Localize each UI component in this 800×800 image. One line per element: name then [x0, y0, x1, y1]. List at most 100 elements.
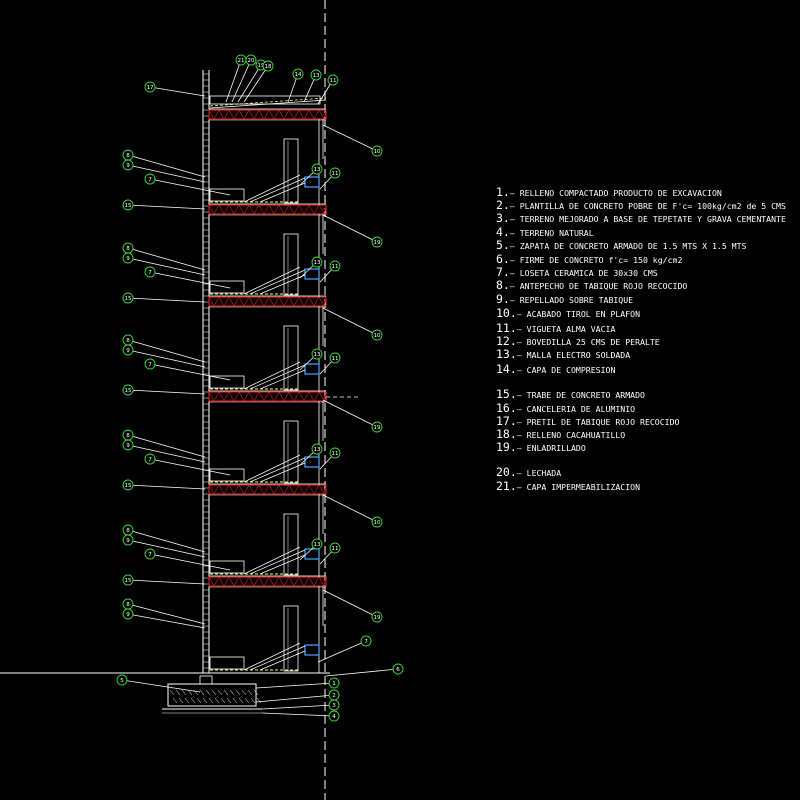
- legend-number: 20.: [496, 465, 517, 479]
- legend-item: 16.— CANCELERIA DE ALUMINIO: [496, 402, 635, 414]
- legend-text: CAPA DE COMPRESION: [526, 365, 616, 375]
- rail-line: [249, 364, 306, 390]
- tag-label: 18: [265, 64, 272, 70]
- leader-line: [322, 494, 378, 523]
- rail-line: [259, 274, 306, 295]
- legend-dash: —: [509, 201, 520, 211]
- footing-hatch: [181, 689, 187, 696]
- tag-label: 8: [126, 338, 130, 344]
- tag-label: 1: [332, 681, 336, 687]
- legend-number: 7.: [496, 265, 510, 279]
- footing-hatch: [241, 689, 247, 696]
- footing-hatch: [220, 697, 226, 704]
- tag-circle: [122, 574, 134, 586]
- tag-label: 2: [332, 693, 336, 699]
- footing-hatch: [208, 697, 214, 704]
- footing-hatch: [214, 697, 220, 704]
- legend-item: 2.— PLANTILLA DE CONCRETO POBRE DE F'c= …: [496, 199, 786, 211]
- tag-label: 20: [248, 58, 255, 64]
- slab-truss: [208, 109, 327, 120]
- tag-label: 19: [374, 425, 381, 431]
- legend-item: 18.— RELLENO CACAHUATILLO: [496, 428, 626, 440]
- tag-label: 11: [332, 451, 339, 457]
- door-frame: [283, 420, 299, 484]
- legend-dash: —: [509, 228, 520, 238]
- leader-line: [127, 579, 206, 585]
- tag-circle: [122, 384, 134, 396]
- leader-line: [127, 603, 206, 625]
- legend-text: CAPA IMPERMEABILIZACION: [526, 482, 641, 492]
- slab: [208, 296, 327, 307]
- leader-line: [317, 640, 367, 663]
- legend-dash: —: [509, 241, 520, 251]
- rail-line: [259, 369, 306, 390]
- tag-circle: [311, 538, 323, 550]
- leader-line: [127, 339, 206, 363]
- tag-label: 9: [126, 612, 130, 618]
- tag-label: 10: [374, 149, 381, 155]
- leader-line: [127, 257, 206, 276]
- legend-text: ANTEPECHO DE TABIQUE ROJO RECOCIDO: [519, 281, 688, 291]
- legend-number: 6.: [496, 252, 510, 266]
- leader-line: [325, 668, 399, 677]
- footing-hatch: [232, 697, 238, 704]
- tag-label: 7: [148, 270, 152, 276]
- leader-line: [322, 399, 378, 428]
- legend-item: 13.— MALLA ELECTRO SOLDADA: [496, 347, 631, 361]
- legend-item: 8.— ANTEPECHO DE TABIQUE ROJO RECOCIDO: [496, 279, 688, 291]
- leader-line: [127, 154, 206, 178]
- tag-circle: [122, 534, 134, 546]
- legend-text: PLANTILLA DE CONCRETO POBRE DE F'c= 100k…: [519, 201, 786, 211]
- legend-text: ZAPATA DE CONCRETO ARMADO DE 1.5 MTS X 1…: [519, 241, 747, 251]
- legend-number: 3.: [496, 211, 510, 225]
- rail-line: [259, 182, 306, 203]
- tag-circle: [371, 516, 383, 528]
- window: [304, 644, 320, 656]
- footing-hatch: [205, 689, 211, 696]
- footing-hatch: [217, 689, 223, 696]
- footing-hatch: [256, 697, 262, 704]
- door-frame: [283, 138, 299, 204]
- tag-label: 7: [148, 362, 152, 368]
- legend-text: RELLENO CACAHUATILLO: [526, 430, 626, 440]
- rail-line: [249, 549, 306, 575]
- tag-label: 11: [330, 78, 337, 84]
- parapet: [209, 188, 245, 202]
- leader-line: [127, 613, 206, 629]
- legend-item: 9.— REPELLADO SOBRE TABIQUE: [496, 293, 634, 305]
- legend-dash: —: [516, 324, 527, 334]
- leader-line: [322, 214, 378, 243]
- legend-text: TERRENO NATURAL: [519, 228, 594, 238]
- parapet: [209, 656, 245, 670]
- leader-line: [127, 247, 206, 271]
- tag-label: 13: [314, 260, 321, 266]
- legend-item: 5.— ZAPATA DE CONCRETO ARMADO DE 1.5 MTS…: [496, 239, 747, 251]
- footing-hatch: [187, 689, 193, 696]
- legend-text: REPELLADO SOBRE TABIQUE: [519, 295, 634, 305]
- legend-text: RELLENO COMPACTADO PRODUCTO DE EXCAVACIO…: [519, 188, 722, 198]
- tag-label: 13: [314, 542, 321, 548]
- legend-item: 7.— LOSETA CERAMICA DE 30x30 CMS: [496, 265, 658, 279]
- footing-hatch: [184, 697, 190, 704]
- legend-text: TRABE DE CONCRETO ARMADO: [526, 390, 645, 400]
- tag-circle: [122, 344, 134, 356]
- legend-dash: —: [509, 214, 520, 224]
- rail-line: [243, 454, 301, 483]
- leader-line: [149, 363, 231, 381]
- tag-circle: [327, 74, 339, 86]
- footing-hatch: [169, 689, 175, 696]
- legend-item: 6.— FIRME DE CONCRETO f'c= 150 kg/cm2: [496, 252, 682, 266]
- tag-circle: [122, 292, 134, 304]
- legend-dash: —: [516, 468, 527, 478]
- tag-circle: [328, 677, 340, 689]
- tag-circle: [122, 252, 134, 264]
- slab: [208, 484, 327, 495]
- tag-circle: [310, 69, 322, 81]
- rail-line: [249, 457, 306, 483]
- tag-circle: [311, 256, 323, 268]
- leader-line: [127, 164, 206, 183]
- legend-text: MALLA ELECTRO SOLDADA: [526, 350, 631, 360]
- legend-number: 21.: [496, 479, 517, 493]
- legend-number: 13.: [496, 347, 517, 361]
